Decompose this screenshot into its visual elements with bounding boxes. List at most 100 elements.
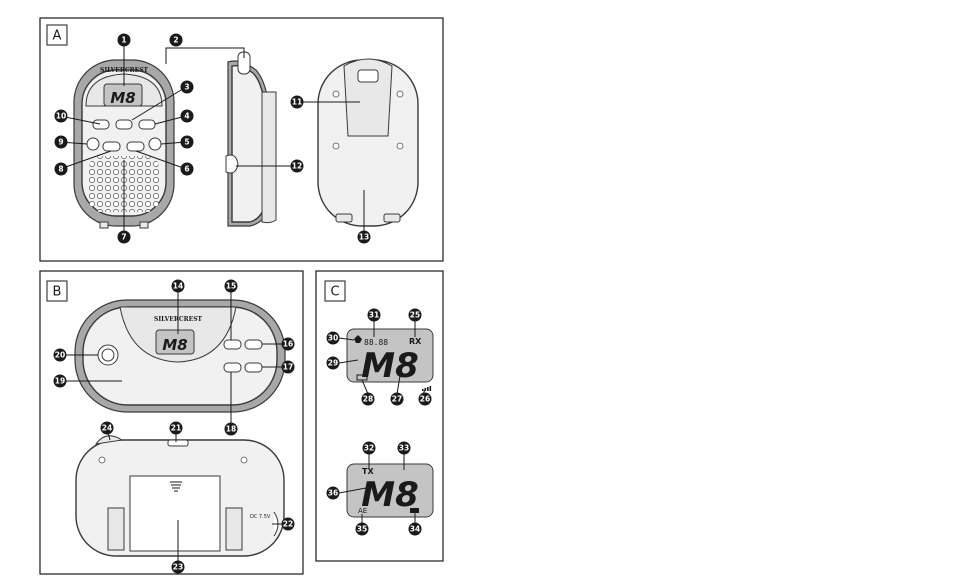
callout-33: 33 — [397, 441, 411, 455]
callout-9: 9 — [54, 135, 68, 149]
callout-17: 17 — [281, 360, 295, 374]
callout-30: 30 — [326, 331, 340, 345]
callout-25: 25 — [408, 308, 422, 322]
svg-text:19: 19 — [55, 377, 65, 386]
callout-11: 11 — [290, 95, 304, 109]
callout-8: 8 — [54, 162, 68, 176]
callout-32: 32 — [362, 441, 376, 455]
panel-c-leaders — [338, 321, 427, 523]
base-rear-screw-2 — [240, 456, 248, 464]
handset-back-screw-2 — [396, 90, 404, 98]
base-rear-screw-1 — [98, 456, 106, 464]
svg-text:3: 3 — [184, 83, 189, 92]
svg-text:11: 11 — [292, 98, 302, 107]
panel-c-tag: C — [330, 285, 339, 300]
svg-text:6: 6 — [184, 165, 189, 174]
handset-button-10[interactable] — [92, 119, 110, 130]
handset-back-clip-top — [357, 69, 379, 83]
callout-2: 2 — [169, 33, 183, 47]
handset-side-face — [231, 64, 267, 223]
lcd-rx-antenna-icon — [354, 335, 362, 343]
callout-13: 13 — [357, 230, 371, 244]
handset-foot-left — [99, 221, 109, 229]
base-rear-top-notch — [167, 439, 189, 447]
callout-7: 7 — [117, 230, 131, 244]
base-sensor-inner — [101, 348, 115, 362]
handset-button-6[interactable] — [126, 141, 145, 152]
callout-18: 18 — [224, 422, 238, 436]
handset-back-foot-right — [383, 213, 401, 223]
svg-text:20: 20 — [55, 351, 65, 360]
base-stand-left — [107, 507, 125, 551]
svg-text:28: 28 — [363, 395, 373, 404]
svg-text:13: 13 — [359, 233, 369, 242]
panel-a-tag: A — [53, 29, 62, 44]
panel-b-tag-box — [46, 280, 68, 302]
svg-text:21: 21 — [171, 424, 181, 433]
base-button-16[interactable] — [244, 339, 263, 350]
base-battery-cover — [129, 475, 221, 552]
lcd-tx: TX M8 AE — [346, 463, 434, 518]
lcd-tx-battery-icon — [410, 508, 419, 513]
base-front: SILVERCREST M8 — [74, 299, 286, 413]
svg-text:10: 10 — [56, 112, 66, 121]
base-rear: DC 7.5V — [75, 435, 285, 557]
base-button-17[interactable] — [244, 362, 263, 373]
callout-4: 4 — [180, 109, 194, 123]
panel-c: C 88.88 RX M8 TX M8 AE — [315, 270, 444, 562]
base-power-label: DC 7.5V — [250, 514, 271, 520]
handset-back-foot-left — [335, 213, 353, 223]
svg-text:16: 16 — [283, 340, 293, 349]
callout-23: 23 — [171, 560, 185, 574]
handset-back-screw-3 — [332, 142, 340, 150]
lcd-tx-indicator: TX — [362, 467, 374, 476]
lcd-rx-indicator: RX — [409, 337, 422, 346]
svg-text:1: 1 — [121, 36, 126, 45]
panel-a: A SILVERCREST M8 — [39, 17, 444, 262]
callout-14: 14 — [171, 279, 185, 293]
handset-button-3[interactable] — [115, 119, 133, 130]
callout-29: 29 — [326, 356, 340, 370]
lcd-rx-channel: M8 — [361, 346, 419, 386]
panel-a-tag-box — [46, 24, 68, 46]
svg-text:2: 2 — [173, 36, 178, 45]
panel-b-frame — [39, 270, 304, 575]
base-power-button[interactable] — [223, 362, 242, 373]
svg-text:15: 15 — [226, 282, 236, 291]
handset-button-8[interactable] — [102, 141, 121, 152]
svg-text:32: 32 — [364, 444, 374, 453]
callout-19: 19 — [53, 374, 67, 388]
callout-3: 3 — [180, 80, 194, 94]
handset-button-5[interactable] — [148, 137, 162, 151]
callout-27: 27 — [390, 392, 404, 406]
svg-text:4: 4 — [184, 112, 189, 121]
callout-36: 36 — [326, 486, 340, 500]
callout-26: 26 — [418, 392, 432, 406]
handset-button-4[interactable] — [138, 119, 156, 130]
base-stand-right — [225, 507, 243, 551]
panel-a-frame — [39, 17, 444, 262]
callout-12: 12 — [290, 159, 304, 173]
svg-text:31: 31 — [369, 311, 379, 320]
svg-text:12: 12 — [292, 162, 302, 171]
svg-text:5: 5 — [184, 138, 189, 147]
callout-16: 16 — [281, 337, 295, 351]
svg-text:24: 24 — [102, 424, 112, 433]
handset-side — [225, 51, 277, 227]
handset-back-screw-1 — [332, 90, 340, 98]
svg-text:36: 36 — [328, 489, 338, 498]
svg-text:25: 25 — [410, 311, 420, 320]
svg-text:22: 22 — [283, 520, 293, 529]
handset-button-9[interactable] — [86, 137, 100, 151]
svg-text:9: 9 — [58, 138, 63, 147]
handset-back-clip — [343, 58, 393, 137]
svg-text:7: 7 — [121, 233, 126, 242]
base-button-15[interactable] — [223, 339, 242, 350]
svg-text:27: 27 — [392, 395, 402, 404]
callout-31: 31 — [367, 308, 381, 322]
svg-text:30: 30 — [328, 334, 338, 343]
panel-b: B SILVERCREST M8 — [39, 270, 304, 575]
handset-back — [317, 58, 419, 227]
panel-c-frame — [315, 270, 444, 562]
